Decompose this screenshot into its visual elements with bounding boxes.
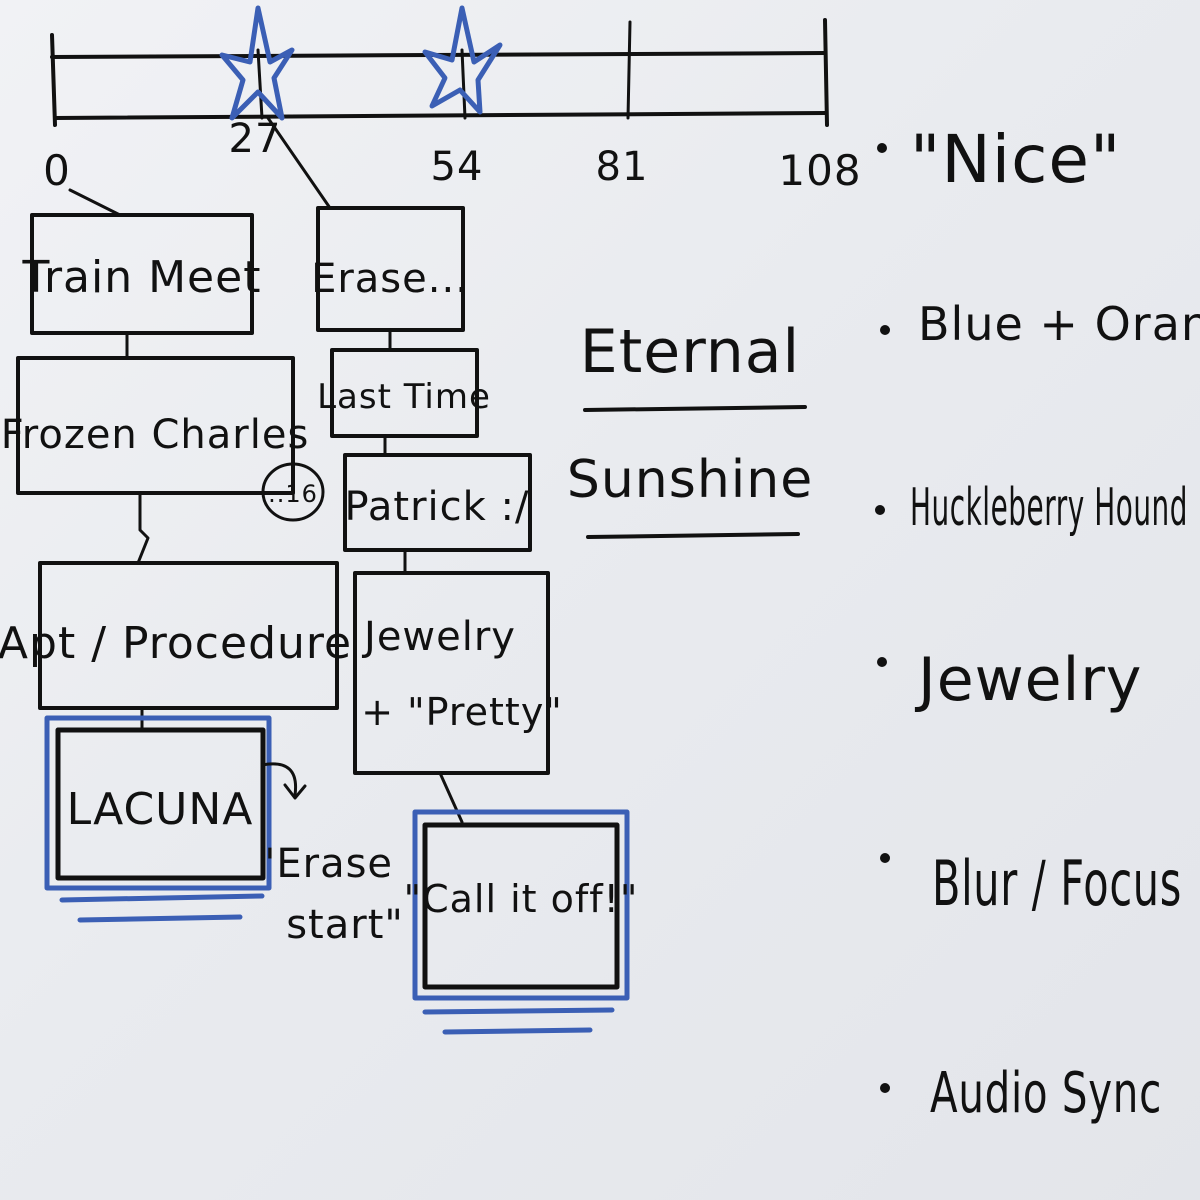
- underline-mark: [59, 893, 265, 903]
- bullet-dot: [880, 325, 890, 335]
- bullet-dot: [880, 1083, 890, 1093]
- title-underline: [586, 532, 800, 539]
- bullet-dot: [880, 853, 890, 863]
- connector-line: [266, 116, 332, 210]
- bullet-dot: [875, 505, 885, 515]
- title-line2: Sunshine: [567, 450, 813, 510]
- bullet-dot: [877, 657, 887, 667]
- timeline-tick-label: 108: [778, 146, 861, 195]
- jewelry-label: Jewelry: [361, 614, 516, 660]
- apt-procedure-box: [38, 561, 339, 710]
- count-badge-label: ..16: [268, 480, 318, 508]
- call-it-off-box: [422, 822, 620, 990]
- lacuna-label: LACUNA: [67, 784, 254, 835]
- star-icon: [422, 5, 503, 115]
- timeline: 0 27 54 81 108: [43, 5, 861, 195]
- frozen-charles-label: Frozen Charles: [1, 412, 310, 458]
- timeline-tick-54-line: [460, 48, 467, 120]
- jewelry-pretty-box: [353, 571, 550, 775]
- bullet-dot: [877, 143, 887, 153]
- bullet-item: Blue + Orange: [918, 297, 1200, 351]
- timeline-tick-81-line: [626, 20, 632, 120]
- count-badge: [261, 462, 325, 522]
- timeline-tick-label: 81: [596, 144, 649, 190]
- bullet-item: Huckleberry Hound: [910, 478, 1188, 538]
- timeline-tick-27-line: [256, 48, 264, 120]
- bullet-item: Audio Sync: [930, 1061, 1162, 1126]
- timeline-right-edge: [823, 18, 829, 127]
- train-meet-box: [30, 213, 254, 335]
- middle-column: Erase... Last Time Patrick :/ Jewelry + …: [266, 116, 639, 1035]
- last-time-label: Last Time: [317, 377, 491, 417]
- underline-mark: [442, 1027, 593, 1035]
- left-column: Train Meet Frozen Charles ..16 Apt / Pro…: [0, 188, 404, 948]
- last-time-box: [330, 348, 479, 438]
- erase-start-note-line1: "Erase: [257, 841, 393, 887]
- bullet-item: Blur / Focus: [932, 847, 1182, 920]
- patrick-label: Patrick :/: [345, 484, 530, 530]
- timeline-tick-label: 0: [43, 146, 71, 195]
- patrick-box: [343, 453, 532, 552]
- underline-mark: [422, 1007, 615, 1015]
- bullet-item: Jewelry: [914, 645, 1142, 715]
- lacuna-highlight-frame: [44, 715, 272, 891]
- call-it-off-label: "Call it off!": [404, 877, 639, 921]
- star-icon: [219, 5, 295, 121]
- erase-label: Erase...: [311, 256, 469, 302]
- curved-arrow-icon: [260, 762, 298, 797]
- title-line1: Eternal: [580, 317, 800, 387]
- pretty-label: + "Pretty": [361, 690, 563, 734]
- bullet-item: "Nice": [910, 121, 1121, 198]
- connector-line: [68, 188, 122, 217]
- train-meet-label: Train Meet: [22, 252, 262, 303]
- underline-mark: [77, 914, 243, 923]
- title: Eternal Sunshine: [567, 317, 813, 539]
- arrow-head-icon: [283, 783, 307, 800]
- connector-line: [438, 771, 464, 824]
- timeline-left-edge: [50, 33, 57, 127]
- apt-procedure-label: Apt / Procedure: [0, 618, 352, 669]
- lacuna-box: [55, 727, 266, 881]
- bullet-list: "Nice" Blue + Orange Huckleberry Hound J…: [875, 121, 1200, 1126]
- call-it-off-highlight-frame: [412, 809, 630, 1001]
- frozen-charles-box: [16, 356, 295, 495]
- timeline-tick-label: 54: [431, 144, 484, 190]
- timeline-tick-label: 27: [229, 116, 282, 162]
- connector-line: [136, 491, 150, 565]
- title-divider: [583, 405, 807, 412]
- erase-start-note-line2: start": [286, 902, 404, 948]
- timeline-bottom-line: [53, 111, 828, 120]
